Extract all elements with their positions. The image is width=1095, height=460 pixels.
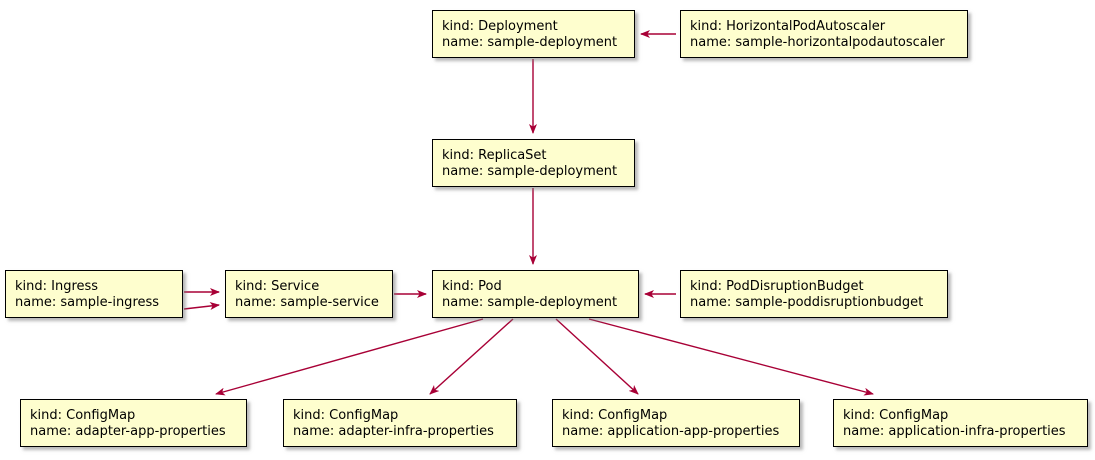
edge-pod-to-configmap-adapter-app [215,318,484,396]
node-name-label: name: sample-poddisruptionbudget [690,294,924,310]
node-kind-label: kind: ConfigMap [843,407,949,423]
node-kind-label: kind: PodDisruptionBudget [690,278,864,294]
node-kind-label: kind: Service [235,278,320,294]
node-name-label: name: sample-horizontalpodautoscaler [690,34,945,50]
node-name-label: name: adapter-app-properties [30,423,226,439]
node-name-label: name: application-app-properties [562,423,780,439]
node-name-label: name: application-infra-properties [843,423,1066,439]
node-name-label: name: sample-deployment [442,34,618,50]
node-name-label: name: sample-service [235,294,379,310]
node-kind-label: kind: Ingress [15,278,99,294]
node-name-label: name: sample-deployment [442,294,618,310]
edge-pod-to-configmap-application-app [555,318,639,395]
node-name-label: name: adapter-infra-properties [293,423,494,439]
node-kind-label: kind: Deployment [442,18,558,34]
node-kind-label: kind: Pod [442,278,502,294]
edge-pod-to-configmap-application-infra [588,318,874,396]
edge-pod-to-configmap-adapter-infra [429,318,514,395]
node-kind-label: kind: ReplicaSet [442,147,547,163]
node-kind-label: kind: ConfigMap [293,407,399,423]
node-kind-label: kind: ConfigMap [30,407,136,423]
edges-group [183,30,874,396]
node-kind-label: kind: HorizontalPodAutoscaler [690,18,886,34]
node-name-label: name: sample-ingress [15,294,160,310]
node-kind-label: kind: ConfigMap [562,407,668,423]
node-name-label: name: sample-deployment [442,163,618,179]
edge-ingress-to-service-b [183,302,220,310]
